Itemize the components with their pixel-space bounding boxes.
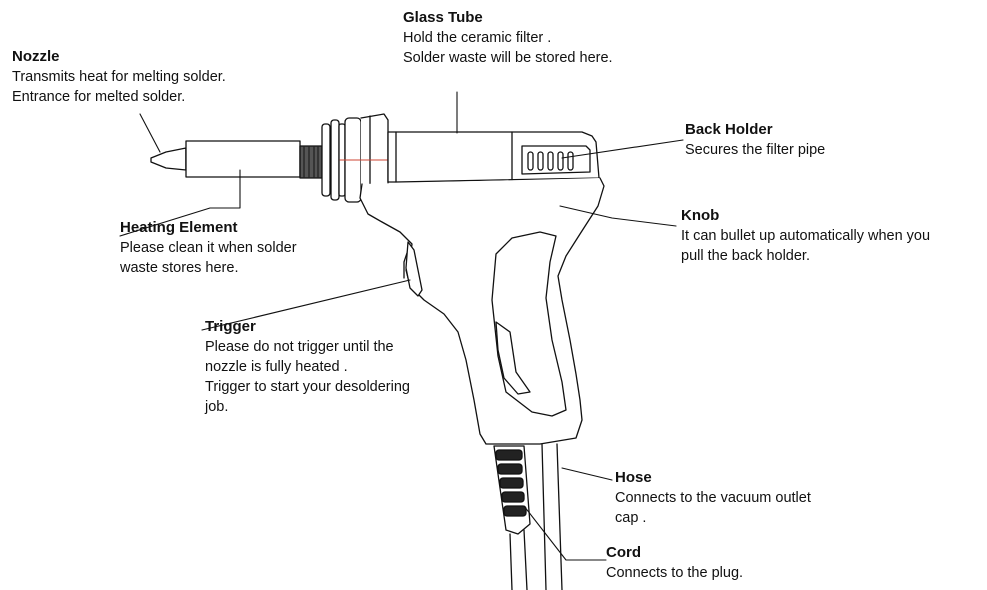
nozzle-part: [150, 147, 187, 171]
leader-lines: [119, 91, 684, 561]
hose-desc-1: Connects to the vacuum outlet: [615, 490, 811, 506]
leader-trigger: [201, 279, 411, 331]
callout-nozzle: Nozzle Transmits heat for melting solder…: [12, 47, 226, 107]
trigger-desc-1: Please do not trigger until the: [205, 339, 394, 355]
back-holder-desc-1: Secures the filter pipe: [685, 142, 826, 158]
callout-trigger: Trigger Please do not trigger until the …: [205, 317, 410, 417]
trigger-desc-2: nozzle is fully heated .: [205, 359, 348, 375]
leader-heating-element: [119, 169, 241, 237]
hose-title: Hose: [615, 469, 652, 486]
trigger-desc-4: job.: [205, 399, 229, 415]
glass-tube-desc-1: Hold the ceramic filter .: [403, 30, 552, 46]
heating-element-title: Heating Element: [120, 219, 238, 236]
callout-knob: Knob It can bullet up automatically when…: [681, 206, 930, 266]
callout-cord: Cord Connects to the plug.: [606, 543, 743, 583]
leader-nozzle: [139, 113, 161, 153]
hose-desc-2: cap .: [615, 510, 647, 526]
nozzle-desc-2: Entrance for melted solder.: [12, 89, 186, 105]
leader-cord: [523, 505, 607, 561]
leader-back-holder: [561, 139, 684, 159]
nozzle-title: Nozzle: [12, 48, 60, 65]
glass-tube-title: Glass Tube: [403, 9, 483, 26]
nozzle-desc-1: Transmits heat for melting solder.: [12, 69, 226, 85]
callout-hose: Hose Connects to the vacuum outlet cap .: [615, 468, 811, 528]
callout-back-holder: Back Holder Secures the filter pipe: [685, 120, 825, 160]
knob-desc-1: It can bullet up automatically when you: [681, 228, 931, 244]
collar-part: [321, 113, 397, 203]
trigger-desc-3: Trigger to start your desoldering: [205, 379, 410, 395]
back-holder-title: Back Holder: [685, 121, 773, 138]
leader-knob: [559, 205, 677, 227]
heating-element-desc-2: waste stores here.: [120, 260, 239, 276]
hose-part: [541, 443, 563, 590]
glass-tube-desc-2: Solder waste will be stored here.: [403, 50, 613, 66]
cord-title: Cord: [606, 544, 641, 561]
heating-element-part: [185, 140, 323, 179]
heating-element-desc-1: Please clean it when solder: [120, 240, 297, 256]
trigger-title: Trigger: [205, 318, 256, 335]
leader-hose: [561, 467, 613, 481]
cord-desc-1: Connects to the plug.: [606, 565, 744, 581]
gun-body-part: [359, 177, 605, 445]
callout-glass-tube: Glass Tube Hold the ceramic filter . Sol…: [403, 8, 613, 68]
trigger-part: [405, 241, 423, 297]
back-holder-part: [521, 145, 591, 175]
callout-heating-element: Heating Element Please clean it when sol…: [120, 218, 297, 278]
cord-part: [493, 445, 531, 590]
knob-desc-2: pull the back holder.: [681, 248, 810, 264]
knob-title: Knob: [681, 207, 720, 224]
